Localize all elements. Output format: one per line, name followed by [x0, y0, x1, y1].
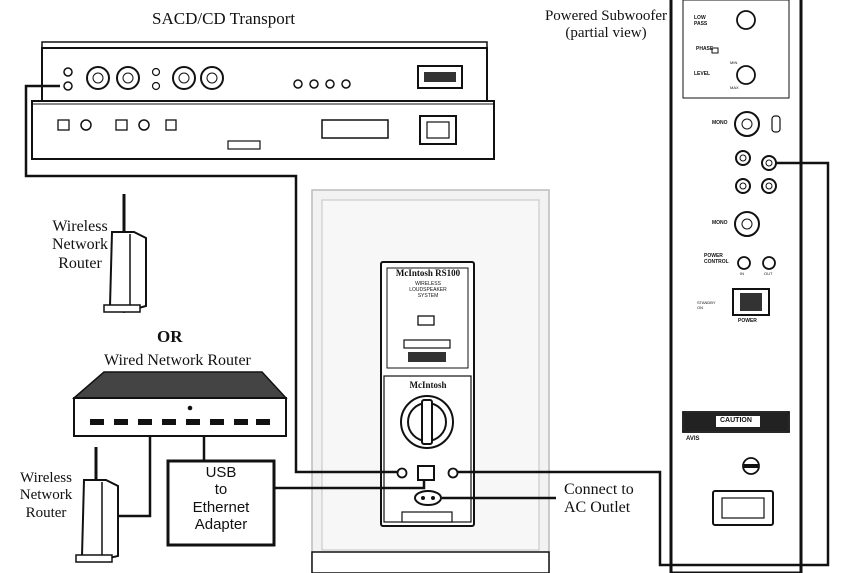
sub-power-control-label: POWER CONTROL	[704, 254, 729, 266]
speaker-brand-name: McIntosh	[396, 268, 433, 278]
subwoofer-label-line1: Powered Subwoofer	[540, 8, 672, 25]
sacd-transport-device	[32, 42, 494, 159]
speaker-brand-lower: McIntosh	[388, 380, 468, 390]
speaker-description: WIRELESS LOUDSPEAKER SYSTEM	[388, 282, 468, 299]
usb-adapter-label: USB to Ethernet Adapter	[168, 464, 274, 533]
wired-router-label: Wired Network Router	[104, 352, 251, 370]
sub-caution-label: CAUTION	[720, 417, 752, 425]
wireless-router-top-label: Wireless Network Router	[44, 218, 116, 273]
or-label: OR	[157, 327, 183, 347]
ac-outlet-label: Connect to AC Outlet	[564, 481, 634, 518]
speaker-brand: McIntosh RS100	[388, 268, 468, 278]
sub-out-label: OUT	[764, 272, 772, 277]
speaker-rear-panel	[381, 262, 474, 526]
sub-standby-label: STANDBY ON	[697, 301, 716, 310]
sub-min-label: MIN	[730, 61, 737, 66]
wireless-router-bottom-label: Wireless Network Router	[13, 470, 79, 522]
sub-max-label: MAX	[730, 86, 739, 91]
sub-level-label: LEVEL	[694, 72, 710, 78]
wired-network-router	[74, 372, 286, 436]
sub-mono-bottom-label: MONO	[712, 221, 728, 227]
sub-mono-top-label: MONO	[712, 121, 728, 127]
subwoofer-label: Powered Subwoofer (partial view)	[540, 8, 672, 43]
cable-router-to-wireless	[118, 436, 150, 516]
sacd-transport-label: SACD/CD Transport	[152, 9, 295, 29]
sub-power-label: POWER	[738, 319, 757, 325]
subwoofer-label-line2: (partial view)	[540, 25, 672, 42]
sub-low-pass-label: LOW PASS	[694, 16, 707, 28]
sub-avis-label: AVIS	[686, 436, 700, 443]
wireless-router-bottom	[76, 447, 118, 562]
speaker-model: RS100	[435, 268, 460, 278]
sub-phase-label: PHASE	[696, 47, 713, 53]
sub-in-label: IN	[740, 272, 744, 277]
